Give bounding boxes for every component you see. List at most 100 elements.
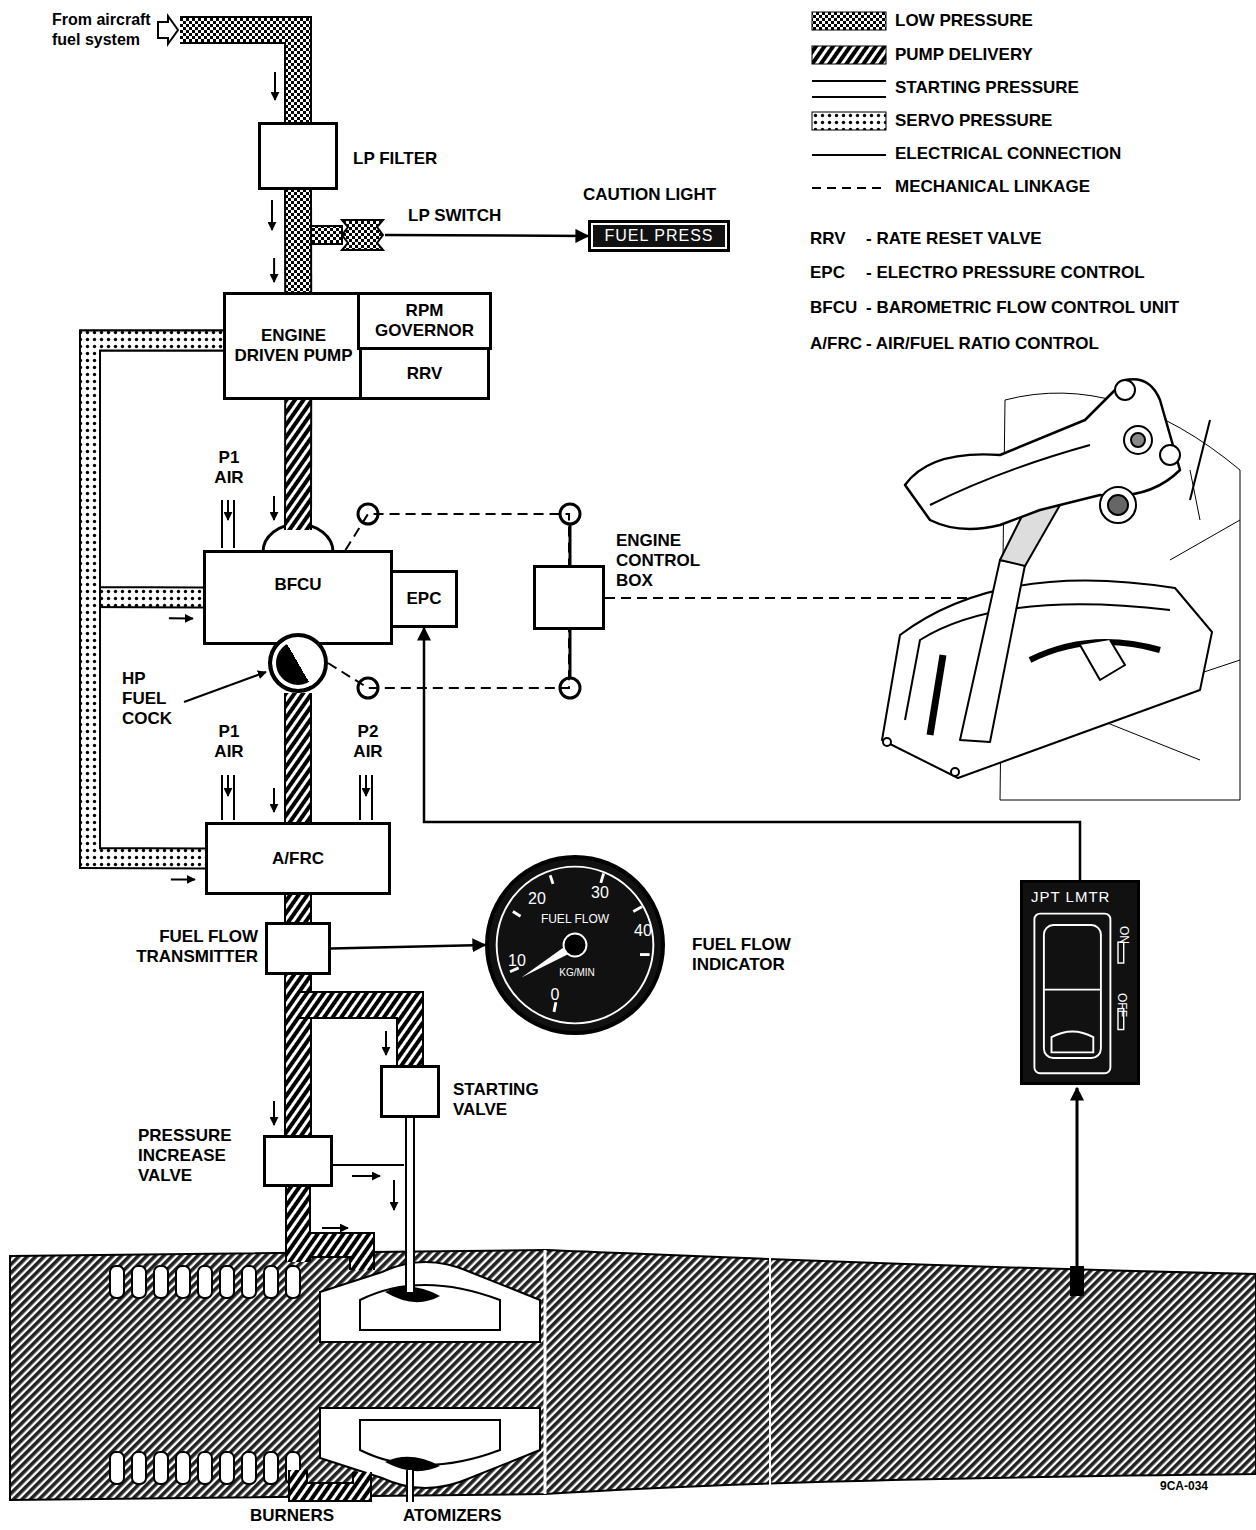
text-label: RRV bbox=[810, 229, 846, 249]
line-outline bbox=[298, 1005, 410, 1065]
fin bbox=[198, 1452, 212, 1484]
text-label: P1 AIR bbox=[209, 448, 249, 488]
node-graphic bbox=[489, 859, 661, 1031]
line-outline bbox=[284, 190, 312, 292]
line-outline bbox=[284, 895, 312, 922]
valve-box: RRV bbox=[359, 347, 490, 400]
text-label: BURNERS bbox=[250, 1506, 334, 1526]
node-label: FUEL FLOW INDICATOR bbox=[692, 935, 810, 975]
control-box: EPC bbox=[390, 570, 458, 628]
node-label: 10 bbox=[503, 951, 531, 971]
node-label: LP SWITCH bbox=[408, 206, 501, 226]
fin bbox=[220, 1266, 234, 1298]
fin bbox=[242, 1452, 256, 1484]
text-label: EPC bbox=[810, 263, 845, 283]
node-label: 0 bbox=[545, 985, 565, 1005]
node-label: HP FUEL COCK bbox=[122, 669, 194, 729]
legend-text: MECHANICAL LINKAGE bbox=[895, 177, 1090, 197]
node-label: LP FILTER bbox=[353, 149, 437, 169]
fuel-line bbox=[274, 400, 298, 530]
fin bbox=[132, 1266, 146, 1298]
node-label: KG/MIN bbox=[547, 963, 607, 983]
text-label: - AIR/FUEL RATIO CONTROL bbox=[866, 334, 1099, 354]
elec-line bbox=[424, 628, 1080, 880]
node-graphic bbox=[1023, 883, 1137, 1082]
fin bbox=[242, 1266, 256, 1298]
caution-light: CAUTION LIGHTFUEL PRESS bbox=[588, 220, 730, 252]
node-graphic bbox=[340, 218, 385, 252]
fuel-line bbox=[298, 895, 299, 922]
node-label: ENGINE DRIVEN PUMP bbox=[226, 326, 361, 366]
node-label: FUEL PRESS bbox=[591, 226, 727, 246]
flow-arrow bbox=[273, 788, 275, 812]
starting-valve: STARTING VALVE bbox=[380, 1065, 440, 1118]
elec-line bbox=[385, 235, 588, 236]
node-label: RRV bbox=[403, 364, 447, 384]
fin bbox=[264, 1266, 278, 1298]
ratio-control: A/FRC bbox=[205, 822, 391, 895]
flow-arrow bbox=[273, 258, 275, 282]
text-label: ATOMIZERS bbox=[403, 1506, 502, 1526]
node-label: A/FRC bbox=[268, 849, 328, 869]
node-label: BFCU bbox=[270, 575, 325, 595]
node-label: RPM GOVERNOR bbox=[360, 301, 489, 341]
control-box: ENGINE CONTROL BOX bbox=[533, 565, 605, 630]
elec-line bbox=[331, 945, 485, 949]
line-fill bbox=[298, 1005, 410, 1065]
figure-number: 9CA-034 bbox=[1160, 1476, 1208, 1496]
legend-text: SERVO PRESSURE bbox=[895, 111, 1052, 131]
node-label: CAUTION LIGHT bbox=[583, 185, 716, 205]
line-fill bbox=[286, 895, 310, 922]
node-label: ENGINE CONTROL BOX bbox=[616, 531, 721, 591]
flow-gauge: FUEL FLOW INDICATOR2030FUEL FLOW4010KG/M… bbox=[485, 855, 665, 1035]
line-path bbox=[424, 628, 1080, 880]
flow-arrow bbox=[273, 496, 275, 520]
pressure-switch: LP SWITCH bbox=[340, 218, 385, 252]
node-label: OFF bbox=[1112, 988, 1132, 1022]
fuel-cock: HP FUEL COCK bbox=[268, 633, 328, 693]
flow-arrow bbox=[169, 617, 193, 619]
fin bbox=[198, 1266, 212, 1298]
fin bbox=[176, 1452, 190, 1484]
fuel-line bbox=[298, 1005, 410, 1065]
fin bbox=[154, 1266, 168, 1298]
fuel-line bbox=[274, 975, 298, 1135]
pump-box: ENGINE DRIVEN PUMP bbox=[223, 292, 364, 400]
node-label: 20 bbox=[522, 889, 552, 909]
fuel-line bbox=[274, 693, 298, 822]
line-path bbox=[385, 235, 588, 236]
text-label: - BAROMETRIC FLOW CONTROL UNIT bbox=[866, 298, 1179, 318]
text-label: P1 AIR bbox=[209, 722, 249, 762]
flow-arrow bbox=[171, 878, 195, 880]
node-label: EPC bbox=[403, 589, 446, 609]
line-path bbox=[331, 945, 485, 949]
legend-text: LOW PRESSURE bbox=[895, 11, 1033, 31]
fin bbox=[220, 1452, 234, 1484]
fin bbox=[132, 1452, 146, 1484]
flow-arrow bbox=[385, 1031, 387, 1055]
text-label: - RATE RESET VALVE bbox=[866, 229, 1042, 249]
node-label: PRESSURE INCREASE VALVE bbox=[138, 1126, 256, 1186]
line-fill bbox=[286, 400, 310, 530]
node-label: FUEL FLOW bbox=[529, 909, 621, 929]
control-unit: BFCU bbox=[203, 550, 393, 645]
legend-text: PUMP DELIVERY bbox=[895, 45, 1033, 65]
lp-line bbox=[274, 190, 298, 292]
legend-text: ELECTRICAL CONNECTION bbox=[895, 144, 1121, 164]
node-label: ON bbox=[1114, 920, 1134, 950]
node-label: JPT LMTR bbox=[1031, 887, 1135, 907]
line-fill bbox=[286, 190, 310, 292]
line-fill bbox=[286, 693, 310, 822]
limiter-panel: JPT LMTR ON OFF bbox=[1020, 880, 1140, 1085]
governor-box: RPM GOVERNOR bbox=[357, 292, 492, 350]
fin bbox=[286, 1266, 300, 1298]
flow-arrow bbox=[273, 1101, 275, 1125]
text-label: BFCU bbox=[810, 298, 857, 318]
fin bbox=[110, 1266, 124, 1298]
text-label: A/FRC bbox=[810, 334, 862, 354]
text-label: P2 AIR bbox=[348, 722, 388, 762]
node-label: 30 bbox=[585, 883, 615, 903]
text-label: From aircraft fuel system bbox=[52, 10, 152, 50]
fin bbox=[154, 1452, 168, 1484]
